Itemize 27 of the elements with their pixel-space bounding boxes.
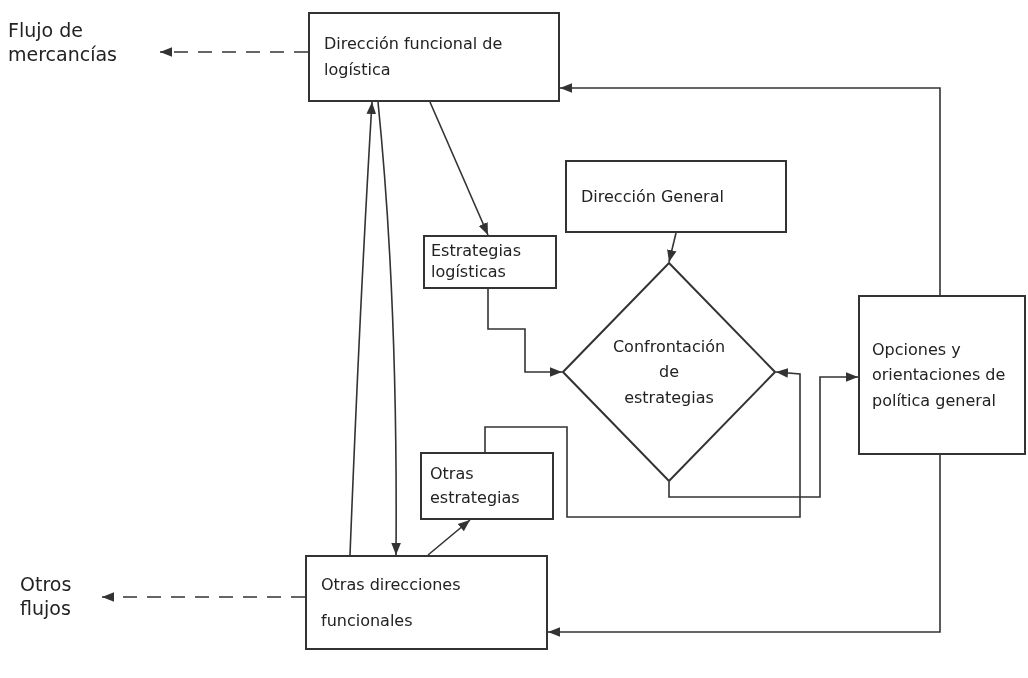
box-label: Opciones y orientaciones de política general [872, 338, 1007, 412]
process-box [858, 295, 1026, 455]
box-label: Estrategias logísticas [431, 241, 522, 283]
arrow [427, 519, 471, 556]
arrow [668, 372, 859, 498]
arrow [559, 83, 941, 296]
flow-label: Flujo de mercancías [8, 19, 118, 67]
arrow [429, 101, 489, 236]
arrow [487, 288, 563, 377]
process-box [305, 555, 548, 650]
arrow [667, 232, 677, 263]
flow-label: Otros flujos [20, 573, 73, 621]
arrow [349, 101, 377, 556]
box-label: Otras direcciones funcionales [321, 574, 462, 632]
arrow [547, 454, 941, 637]
process-box [420, 452, 554, 520]
box-label: Dirección General [581, 185, 724, 208]
box-label: Dirección funcional de logística [324, 33, 504, 81]
process-box [565, 160, 787, 233]
arrow [377, 101, 401, 556]
box-label: Confrontación de estrategias [611, 335, 727, 409]
arrow [484, 368, 801, 518]
dashed-arrow [101, 592, 306, 602]
process-box [423, 235, 557, 289]
process-box [308, 12, 560, 102]
dashed-arrow [159, 47, 309, 57]
box-label: Otras estrategias [430, 463, 521, 509]
